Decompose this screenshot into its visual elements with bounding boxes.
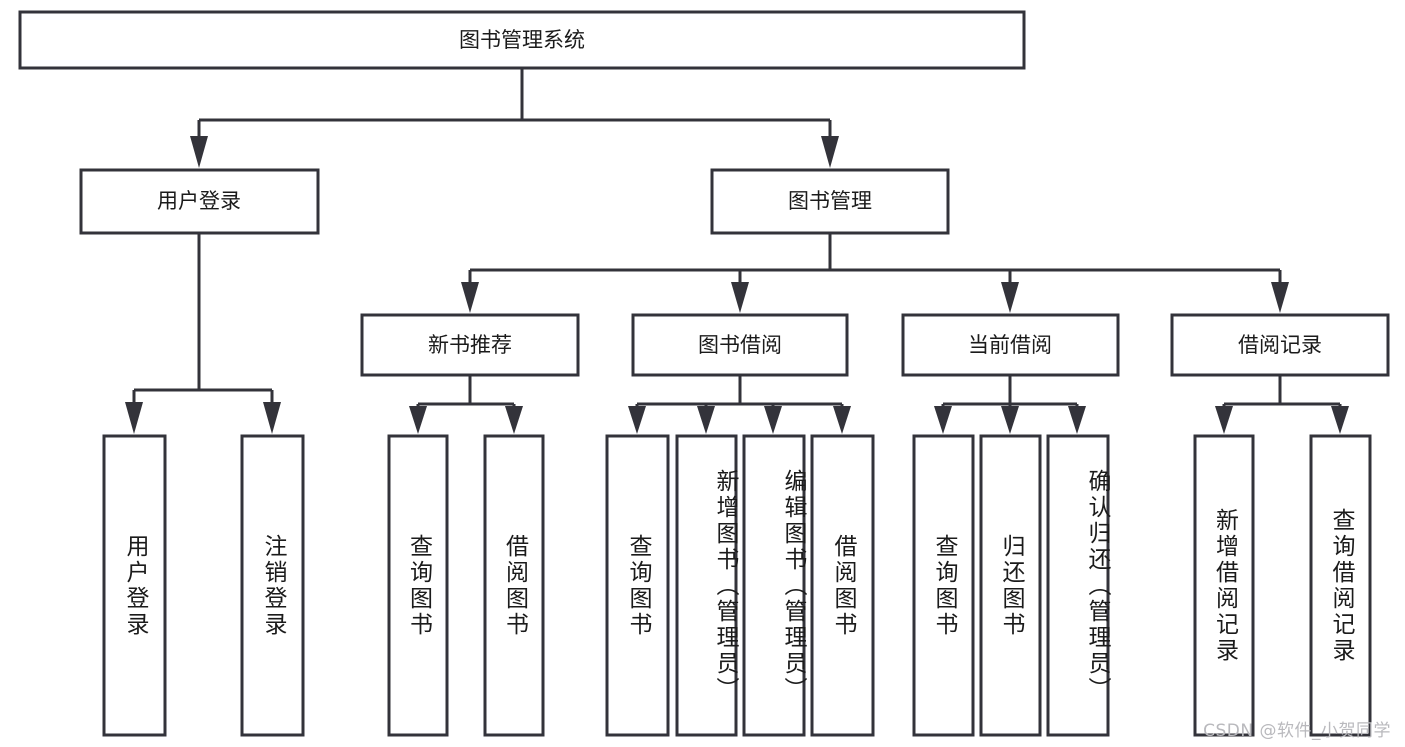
node-box-leaf-query-book-2[interactable]: [605, 434, 670, 737]
node-book-management[interactable]: 图书管理: [710, 168, 950, 235]
node-box-leaf-return-book[interactable]: [979, 434, 1042, 737]
arrow-head-current-borrow: [1001, 282, 1019, 313]
arrow-head-book-borrow: [731, 282, 749, 313]
node-label-current-borrow: 当前借阅: [968, 333, 1052, 357]
node-box-new-book-recommend: [360, 313, 580, 377]
arrow-head-borrow-record: [1271, 282, 1289, 313]
arrow-head-leaf-logout-login: [263, 402, 281, 434]
node-box-leaf-user-login[interactable]: [102, 434, 167, 737]
csdn-watermark: CSDN @软件_小贺同学: [1203, 721, 1391, 741]
connector-group-new-book-recommend: [409, 375, 523, 434]
arrow-head-leaf-user-login: [125, 402, 143, 434]
arrow-head-user-login: [190, 136, 208, 168]
node-box-leaf-add-book[interactable]: [675, 434, 738, 737]
node-label-book-borrow: 图书借阅: [698, 333, 782, 357]
connector-group-book-borrow: [628, 375, 851, 434]
arrow-head-leaf-query-book-2: [628, 406, 646, 434]
arrow-head-new-book-recommend: [461, 282, 479, 313]
node-box-current-borrow: [901, 313, 1120, 377]
connector-group-user-login: [125, 233, 281, 434]
connector-group-current-borrow: [934, 375, 1086, 434]
node-box-leaf-query-book-3[interactable]: [912, 434, 975, 737]
arrow-head-leaf-query-book-3: [934, 406, 952, 434]
arrow-head-leaf-return-book: [1001, 406, 1019, 434]
node-label-book-management: 图书管理: [788, 189, 872, 213]
node-box-borrow-record: [1170, 313, 1390, 377]
node-box-leaf-edit-book[interactable]: [742, 434, 806, 737]
node-box-root: [18, 10, 1026, 70]
arrow-head-leaf-add-record: [1215, 406, 1233, 434]
node-label-borrow-record: 借阅记录: [1238, 333, 1322, 357]
node-new-book-recommend[interactable]: 新书推荐: [360, 313, 580, 377]
node-box-leaf-borrow-book-2[interactable]: [810, 434, 875, 737]
node-box-user-login: [79, 168, 320, 235]
arrow-head-leaf-edit-book: [764, 406, 782, 434]
node-borrow-record[interactable]: 借阅记录: [1170, 313, 1390, 377]
node-label-user-login: 用户登录: [157, 189, 241, 213]
node-box-leaf-logout-login[interactable]: [240, 434, 305, 737]
node-label-new-book-recommend: 新书推荐: [428, 333, 512, 357]
arrow-head-leaf-borrow-book-2: [833, 406, 851, 434]
node-user-login[interactable]: 用户登录: [79, 168, 320, 235]
node-box-leaf-query-book-1[interactable]: [387, 434, 449, 737]
connector-group-book-management: [461, 233, 1289, 313]
node-box-leaf-confirm-return[interactable]: [1046, 434, 1110, 737]
node-box-leaf-add-record[interactable]: [1193, 434, 1255, 737]
node-box-leaf-query-record[interactable]: [1309, 434, 1372, 737]
node-book-borrow[interactable]: 图书借阅: [631, 313, 849, 377]
node-book-management-system[interactable]: 图书管理系统: [18, 10, 1026, 70]
arrow-head-leaf-add-book: [697, 406, 715, 434]
node-box-book-borrow: [631, 313, 849, 377]
arrow-head-leaf-query-book-1: [409, 406, 427, 434]
arrow-head-leaf-borrow-book-1: [505, 406, 523, 434]
arrow-head-leaf-confirm-return: [1068, 406, 1086, 434]
node-box-book-management: [710, 168, 950, 235]
connector-group-root: [190, 68, 839, 168]
arrow-head-leaf-query-record: [1331, 406, 1349, 434]
node-label-root: 图书管理系统: [459, 28, 585, 52]
node-box-leaf-borrow-book-1[interactable]: [483, 434, 545, 737]
arrow-head-book-management: [821, 136, 839, 168]
connector-group-borrow-record: [1215, 375, 1349, 434]
node-current-borrow[interactable]: 当前借阅: [901, 313, 1120, 377]
